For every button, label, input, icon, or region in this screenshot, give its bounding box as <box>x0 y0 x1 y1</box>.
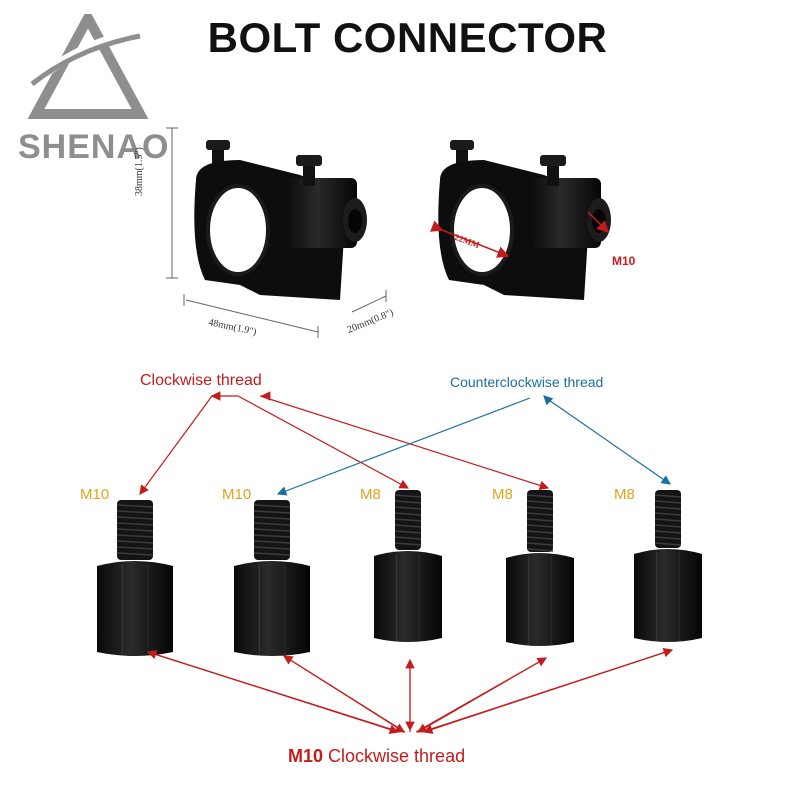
adapter-bolt <box>234 500 310 656</box>
brand-name: SHENAO <box>18 128 170 166</box>
clamp-left <box>194 140 367 300</box>
adapter-size-label: M8 <box>614 486 635 503</box>
bottom-caption: M10 Clockwise thread <box>288 746 465 767</box>
bottom-thread-text: Clockwise thread <box>328 746 466 766</box>
adapter-size-label: M10 <box>222 486 252 503</box>
thread-size-label: M10 <box>612 254 636 268</box>
clamp-right <box>430 140 611 300</box>
bottom-thread-size: M10 <box>288 746 324 766</box>
adapter-bolt <box>506 490 574 646</box>
clockwise-thread-label: Clockwise thread <box>140 372 262 389</box>
height-dimension: 38mm(1.5") <box>134 147 145 196</box>
adapter-bolt <box>97 500 173 656</box>
adapter-bolt <box>374 490 442 642</box>
counterclockwise-thread-label: Counterclockwise thread <box>450 374 604 390</box>
adapter-bolt <box>634 490 702 642</box>
adapter-size-label: M10 <box>80 486 110 503</box>
page-title: BOLT CONNECTOR <box>207 14 608 61</box>
adapter-size-label: M8 <box>360 486 381 503</box>
brand-logo-icon <box>28 14 148 119</box>
adapter-size-label: M8 <box>492 486 513 503</box>
